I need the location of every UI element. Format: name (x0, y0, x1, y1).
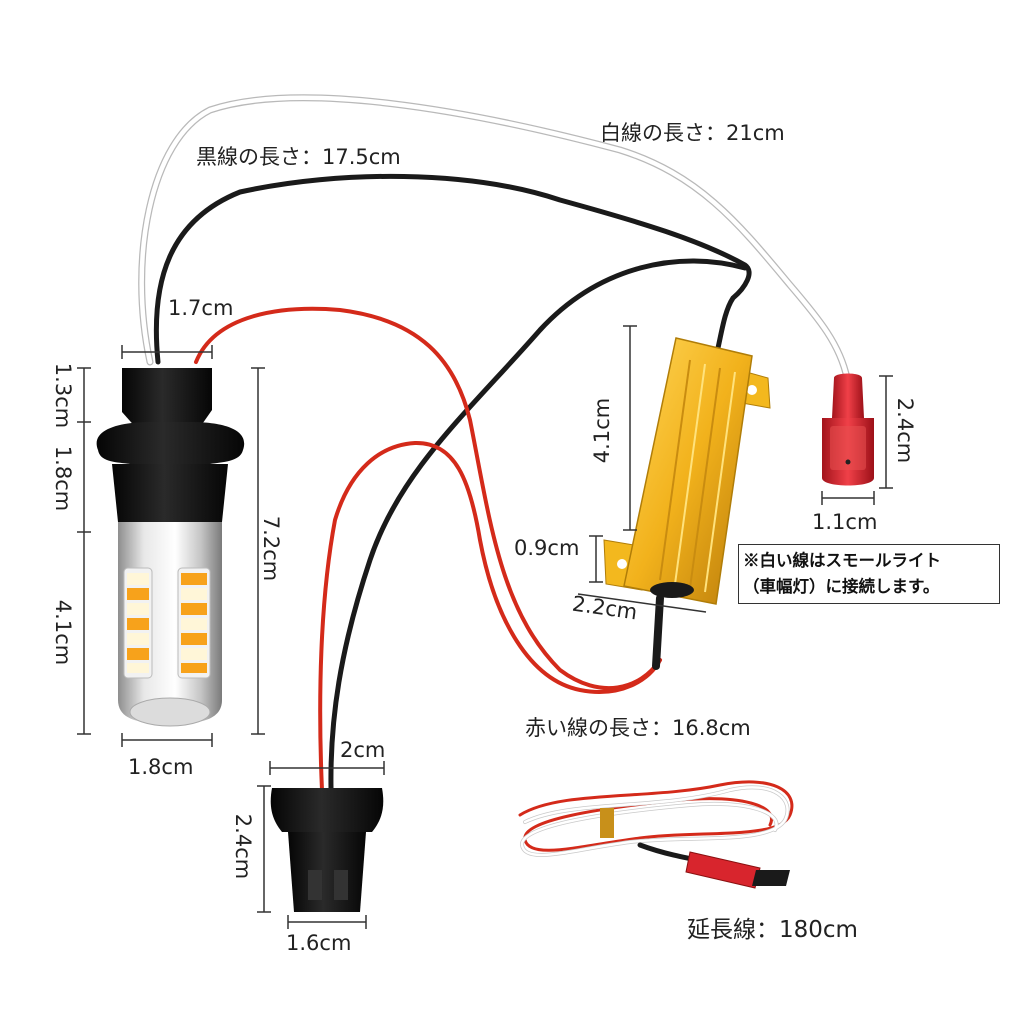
bulb-collar (96, 422, 245, 464)
wires (138, 94, 851, 792)
black-wire-socket (328, 258, 748, 791)
dim-resistor-length: 4.1cm (590, 397, 615, 464)
dim-bulb-seg2: 1.8cm (51, 445, 76, 512)
dim-bulb-seg1: 1.3cm (51, 362, 76, 429)
dim-resistor-height: 0.9cm (514, 536, 580, 560)
terminal-top (832, 373, 864, 418)
extension-connector (685, 851, 761, 889)
resistor-body (623, 337, 753, 605)
black-wire-length-label: 黒線の長さ：17.5cm (196, 145, 401, 169)
black-wire-bulb (153, 173, 752, 365)
load-resistor (603, 337, 771, 605)
red-wire-length-label: 赤い線の長さ：16.8cm (525, 716, 751, 740)
dim-bulb-top-width: 1.7cm (168, 296, 234, 320)
red-wire-bulb (194, 306, 662, 691)
bulb-tip (129, 697, 211, 727)
bulb-top-base (122, 368, 212, 430)
t20-socket (270, 788, 384, 912)
dim-socket-top: 2cm (340, 738, 386, 762)
led-array-right (177, 567, 211, 679)
white-wire-note: ※白い線はスモールライト （車幅灯）に接続します。 (738, 544, 1000, 604)
bulb-neck (112, 464, 228, 522)
white-wire-length-label: 白線の長さ：21cm (600, 121, 785, 145)
resistor-end (650, 582, 694, 598)
dim-bulb-total: 7.2cm (259, 515, 284, 582)
dim-terminal-width: 1.1cm (812, 510, 878, 534)
socket-head (270, 788, 384, 832)
dim-bulb-width: 1.8cm (128, 755, 194, 779)
note-line-1: ※白い線はスモールライト (743, 551, 941, 570)
extension-wire-label: 延長線：180cm (687, 917, 858, 943)
dim-socket-width: 1.6cm (286, 931, 352, 955)
led-bulb (96, 368, 245, 727)
extension-harness (518, 780, 794, 889)
note-line-2: （車幅灯）に接続します。 (743, 577, 940, 596)
red-wire-socket (318, 440, 662, 792)
dimension-lines (77, 325, 893, 929)
dim-bulb-seg3: 4.1cm (51, 599, 76, 666)
socket-stem (288, 832, 366, 912)
led-array-left (123, 567, 153, 679)
dim-terminal-height: 2.4cm (893, 397, 918, 464)
dim-socket-height: 2.4cm (231, 813, 256, 880)
red-terminal (822, 373, 874, 486)
resistor-lead (652, 594, 664, 670)
